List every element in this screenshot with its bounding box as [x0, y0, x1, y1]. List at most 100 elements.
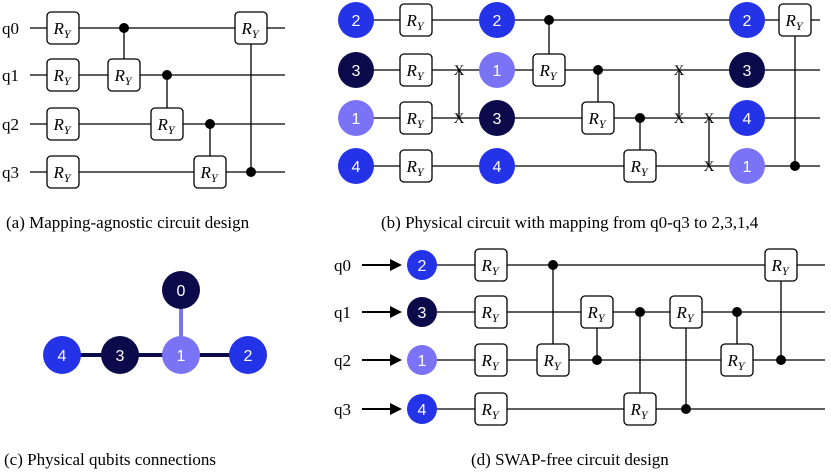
qubit-node: 1 — [407, 345, 437, 375]
control-dot — [592, 355, 602, 365]
caption-d: (d) SWAP-free circuit design — [471, 450, 669, 469]
svg-text:3: 3 — [493, 111, 502, 128]
ry-gate: RY — [234, 11, 268, 45]
ry-gate: RY — [474, 392, 508, 426]
input-arrows — [362, 259, 402, 415]
svg-text:2: 2 — [743, 13, 752, 30]
control-dot — [635, 307, 645, 317]
ry-gate: RY — [150, 107, 184, 141]
ry-gate: RY — [46, 155, 80, 189]
svg-text:3: 3 — [743, 63, 752, 80]
ry-gate: RY — [764, 248, 798, 282]
control-dot — [593, 65, 603, 75]
swap-symbol: X — [454, 63, 465, 79]
control-dot — [732, 307, 742, 317]
swap-symbol: X — [674, 63, 685, 79]
qubit-node: 4 — [338, 148, 374, 184]
svg-text:3: 3 — [352, 63, 361, 80]
ry-gate: RY — [46, 11, 80, 45]
label-a-q2: q2 — [2, 115, 19, 134]
label-a-q3: q3 — [2, 163, 19, 182]
qubit-node: 3 — [729, 52, 765, 88]
swap-symbol: X — [704, 159, 715, 175]
svg-text:1: 1 — [418, 353, 427, 370]
label-d-q1: q1 — [334, 303, 351, 322]
qubit-node: 2 — [407, 250, 437, 280]
ry-gate: RY — [778, 3, 812, 37]
svg-text:4: 4 — [743, 111, 752, 128]
svg-text:4: 4 — [352, 159, 361, 176]
ry-gate: RY — [399, 3, 433, 37]
qubit-node: 1 — [729, 148, 765, 184]
ry-gate: RY — [536, 343, 570, 377]
control-dot — [776, 355, 786, 365]
qubit-node: 0 — [162, 271, 200, 309]
qubit-node: 1 — [479, 52, 515, 88]
swap-symbol: X — [674, 111, 685, 127]
svg-text:4: 4 — [418, 402, 427, 419]
ry-gate: RY — [532, 53, 566, 87]
label-d-q0: q0 — [334, 256, 351, 275]
ry-gate: RY — [581, 101, 615, 135]
control-dot — [246, 167, 256, 177]
svg-text:0: 0 — [177, 283, 186, 300]
label-d-q3: q3 — [334, 400, 351, 419]
control-dot — [635, 113, 645, 123]
control-dot — [548, 260, 558, 270]
qubit-node: 3 — [407, 297, 437, 327]
ry-gate: RY — [474, 343, 508, 377]
qubit-node: 3 — [338, 52, 374, 88]
ry-gate: RY — [46, 107, 80, 141]
qubit-node: 4 — [479, 148, 515, 184]
swap-symbol: X — [454, 111, 465, 127]
qubit-node: 4 — [43, 336, 81, 374]
svg-text:4: 4 — [58, 348, 67, 365]
svg-text:3: 3 — [116, 348, 125, 365]
ry-gate: RY — [474, 295, 508, 329]
ry-gate: RY — [669, 295, 703, 329]
ry-gate: RY — [399, 53, 433, 87]
svg-text:2: 2 — [244, 348, 253, 365]
svg-text:1: 1 — [352, 111, 361, 128]
qubit-node: 3 — [479, 100, 515, 136]
svg-text:2: 2 — [352, 13, 361, 30]
control-dot — [119, 23, 129, 33]
ry-gate: RY — [193, 155, 227, 189]
qubit-node: 4 — [407, 394, 437, 424]
ry-gate: RY — [623, 392, 657, 426]
qubit-node: 2 — [729, 2, 765, 38]
ry-gate: RY — [399, 149, 433, 183]
label-a-q1: q1 — [2, 66, 19, 85]
qubit-node: 4 — [729, 100, 765, 136]
qubit-node: 2 — [229, 336, 267, 374]
control-dot — [205, 119, 215, 129]
ry-gate: RY — [720, 343, 754, 377]
qubit-node: 3 — [101, 336, 139, 374]
caption-a: (a) Mapping-agnostic circuit design — [6, 213, 250, 232]
control-dot — [544, 15, 554, 25]
panel-c: 0 4 3 1 2 — [43, 271, 267, 374]
control-dot — [790, 161, 800, 171]
caption-b: (b) Physical circuit with mapping from q… — [381, 213, 759, 232]
svg-text:1: 1 — [743, 159, 752, 176]
svg-text:4: 4 — [493, 159, 502, 176]
ry-gate: RY — [399, 101, 433, 135]
svg-text:2: 2 — [418, 258, 427, 275]
svg-text:2: 2 — [493, 13, 502, 30]
label-d-q2: q2 — [334, 351, 351, 370]
swap-symbol: X — [704, 111, 715, 127]
qubit-node: 2 — [479, 2, 515, 38]
ry-gate: RY — [623, 149, 657, 183]
svg-text:1: 1 — [493, 63, 502, 80]
qubit-node: 1 — [338, 100, 374, 136]
qubit-node: 2 — [338, 2, 374, 38]
control-dot — [162, 70, 172, 80]
control-dot — [681, 404, 691, 414]
ry-gate: RY — [107, 58, 141, 92]
svg-text:1: 1 — [177, 348, 186, 365]
qubit-node: 1 — [162, 336, 200, 374]
caption-c: (c) Physical qubits connections — [4, 450, 216, 469]
